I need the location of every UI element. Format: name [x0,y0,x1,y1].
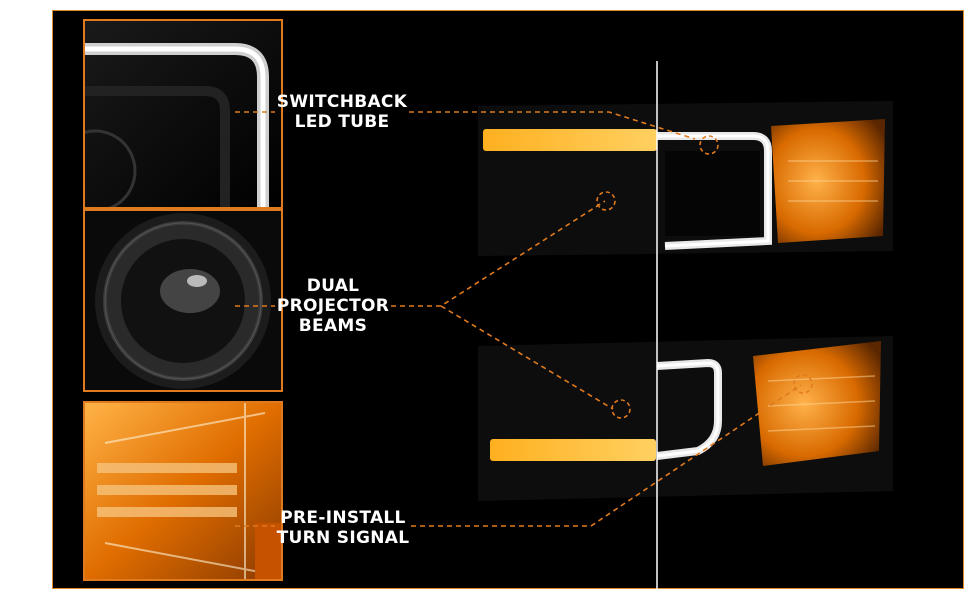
projector-lens-closeup-image [83,209,283,392]
product-feature-panel: SWITCHBACK LED TUBE DUAL PROJECTOR BEAMS… [52,10,964,590]
callout-line: BEAMS [298,316,368,336]
callout-line: LED TUBE [294,112,390,132]
turn-signal-closeup-image [83,401,283,581]
headlight-lower-image [478,336,893,501]
callout-dual-projector-beams: DUAL PROJECTOR BEAMS [275,276,391,336]
callout-switchback-led-tube: SWITCHBACK LED TUBE [275,92,409,132]
headlight-comparison-image [235,61,893,590]
callout-line: SWITCHBACK [276,92,408,112]
callout-line: TURN SIGNAL [276,528,410,548]
headlight-upper-image [478,101,893,256]
led-tube-closeup-image [83,19,283,209]
callout-pre-install-turn-signal: PRE-INSTALL TURN SIGNAL [275,508,411,548]
callout-line: DUAL [306,276,360,296]
callout-line: PRE-INSTALL [280,508,406,528]
callout-line: PROJECTOR [276,296,390,316]
